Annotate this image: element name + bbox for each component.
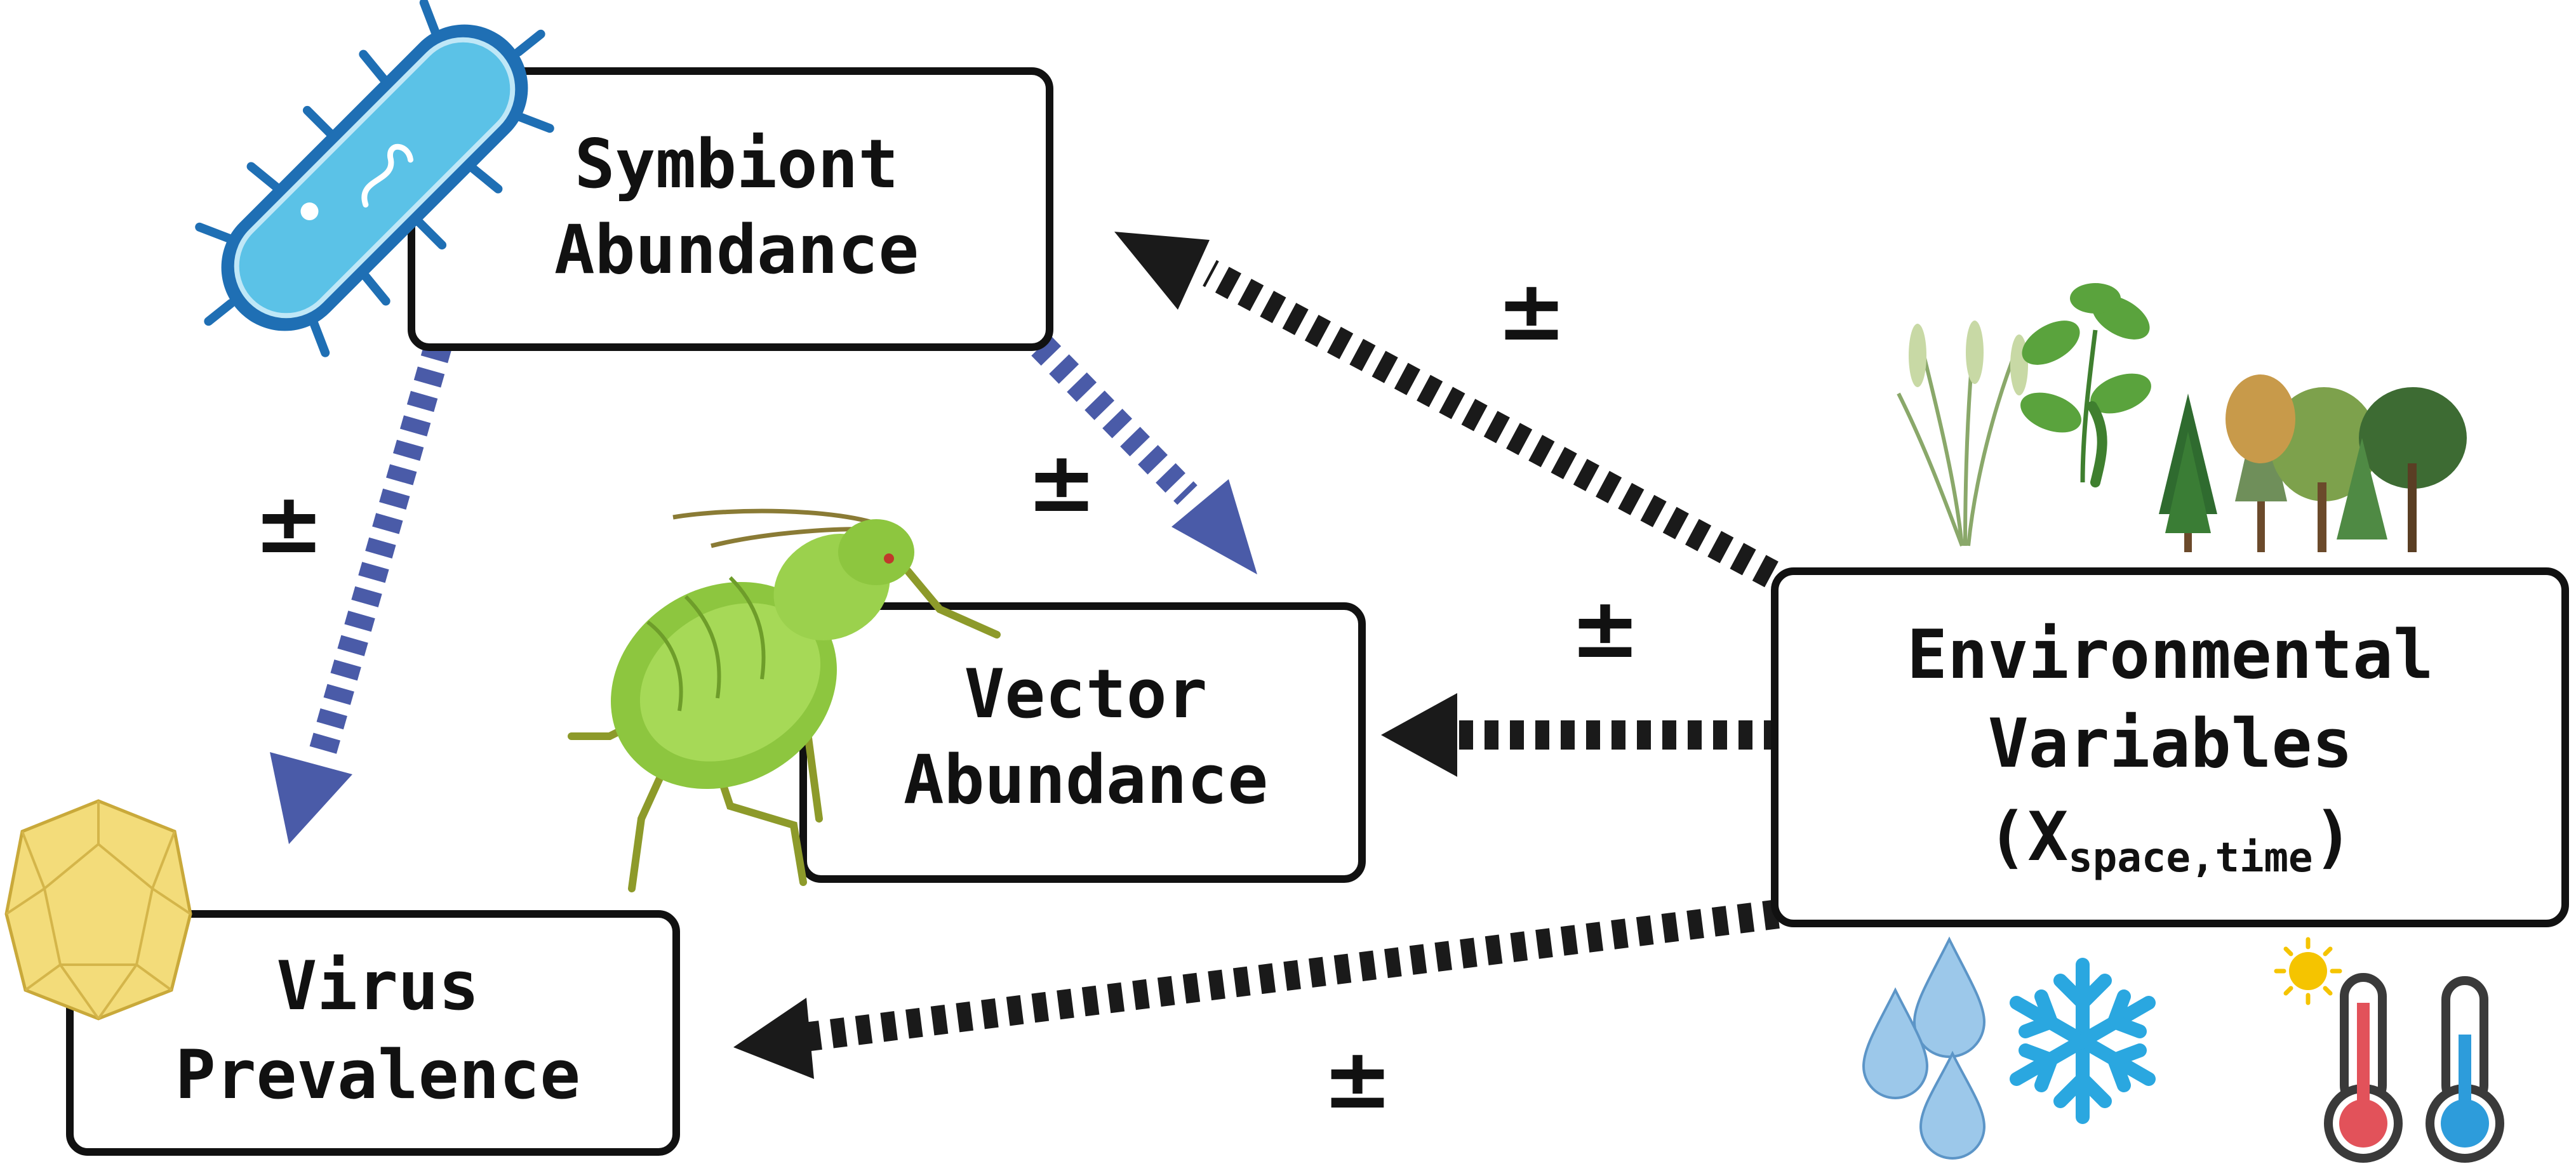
pm-label-symbiont-virus: ± [254,475,324,572]
snowflake-icon [2010,958,2156,1124]
node-symbiont-line2: Abundance [554,211,919,289]
node-env-line2: Variables [1988,705,2352,783]
node-vector-line2: Abundance [904,741,1268,819]
svg-text:±: ± [1497,262,1567,360]
svg-text:±: ± [1570,579,1641,677]
node-env-line3-sub: space,time [2068,835,2312,882]
aphid-icon [568,508,1001,892]
droplets-icon [1862,936,1986,1160]
pm-label-env-virus: ± [1323,1030,1393,1128]
arrow-symbiont-to-vector [1031,336,1257,574]
arrow-symbiont-to-virus [270,341,452,844]
node-env-line3-close: ) [2313,798,2354,876]
node-env-line1: Environmental [1907,616,2434,694]
pm-label-env-vector: ± [1570,579,1641,677]
virus-capsid-icon [4,799,192,1021]
pm-label-symbiont-vector: ± [1027,433,1097,531]
trees-icon [2159,374,2467,552]
node-symbiont-abundance: Symbiont Abundance [408,67,1053,351]
thermometer-hot-icon [2324,973,2403,1163]
node-environmental-variables: Environmental Variables (Xspace,time) [1771,567,2569,927]
pm-label-env-symbiont: ± [1497,262,1567,360]
plants-icon [1897,283,2151,547]
node-virus-line1: Virus [276,947,479,1025]
arrow-env-to-vector [1381,693,1778,777]
node-virus-prevalence: Virus Prevalence [66,910,680,1156]
sun-icon [2274,937,2342,1005]
node-env-line3: (Xspace,time) [1987,798,2354,882]
svg-text:±: ± [1027,433,1097,531]
node-virus-line2: Prevalence [175,1036,580,1114]
bacterium-icon [195,0,554,357]
node-symbiont-line1: Symbiont [575,125,899,203]
node-env-line3-open: (X [1987,798,2069,876]
thermometer-cold-icon [2426,976,2504,1163]
node-vector-abundance: Vector Abundance [799,602,1366,883]
arrow-env-to-virus [733,899,1780,1079]
arrow-env-to-symbiont [1114,232,1779,588]
svg-text:±: ± [254,475,324,572]
svg-text:±: ± [1323,1030,1393,1128]
node-vector-line1: Vector [964,655,1208,733]
